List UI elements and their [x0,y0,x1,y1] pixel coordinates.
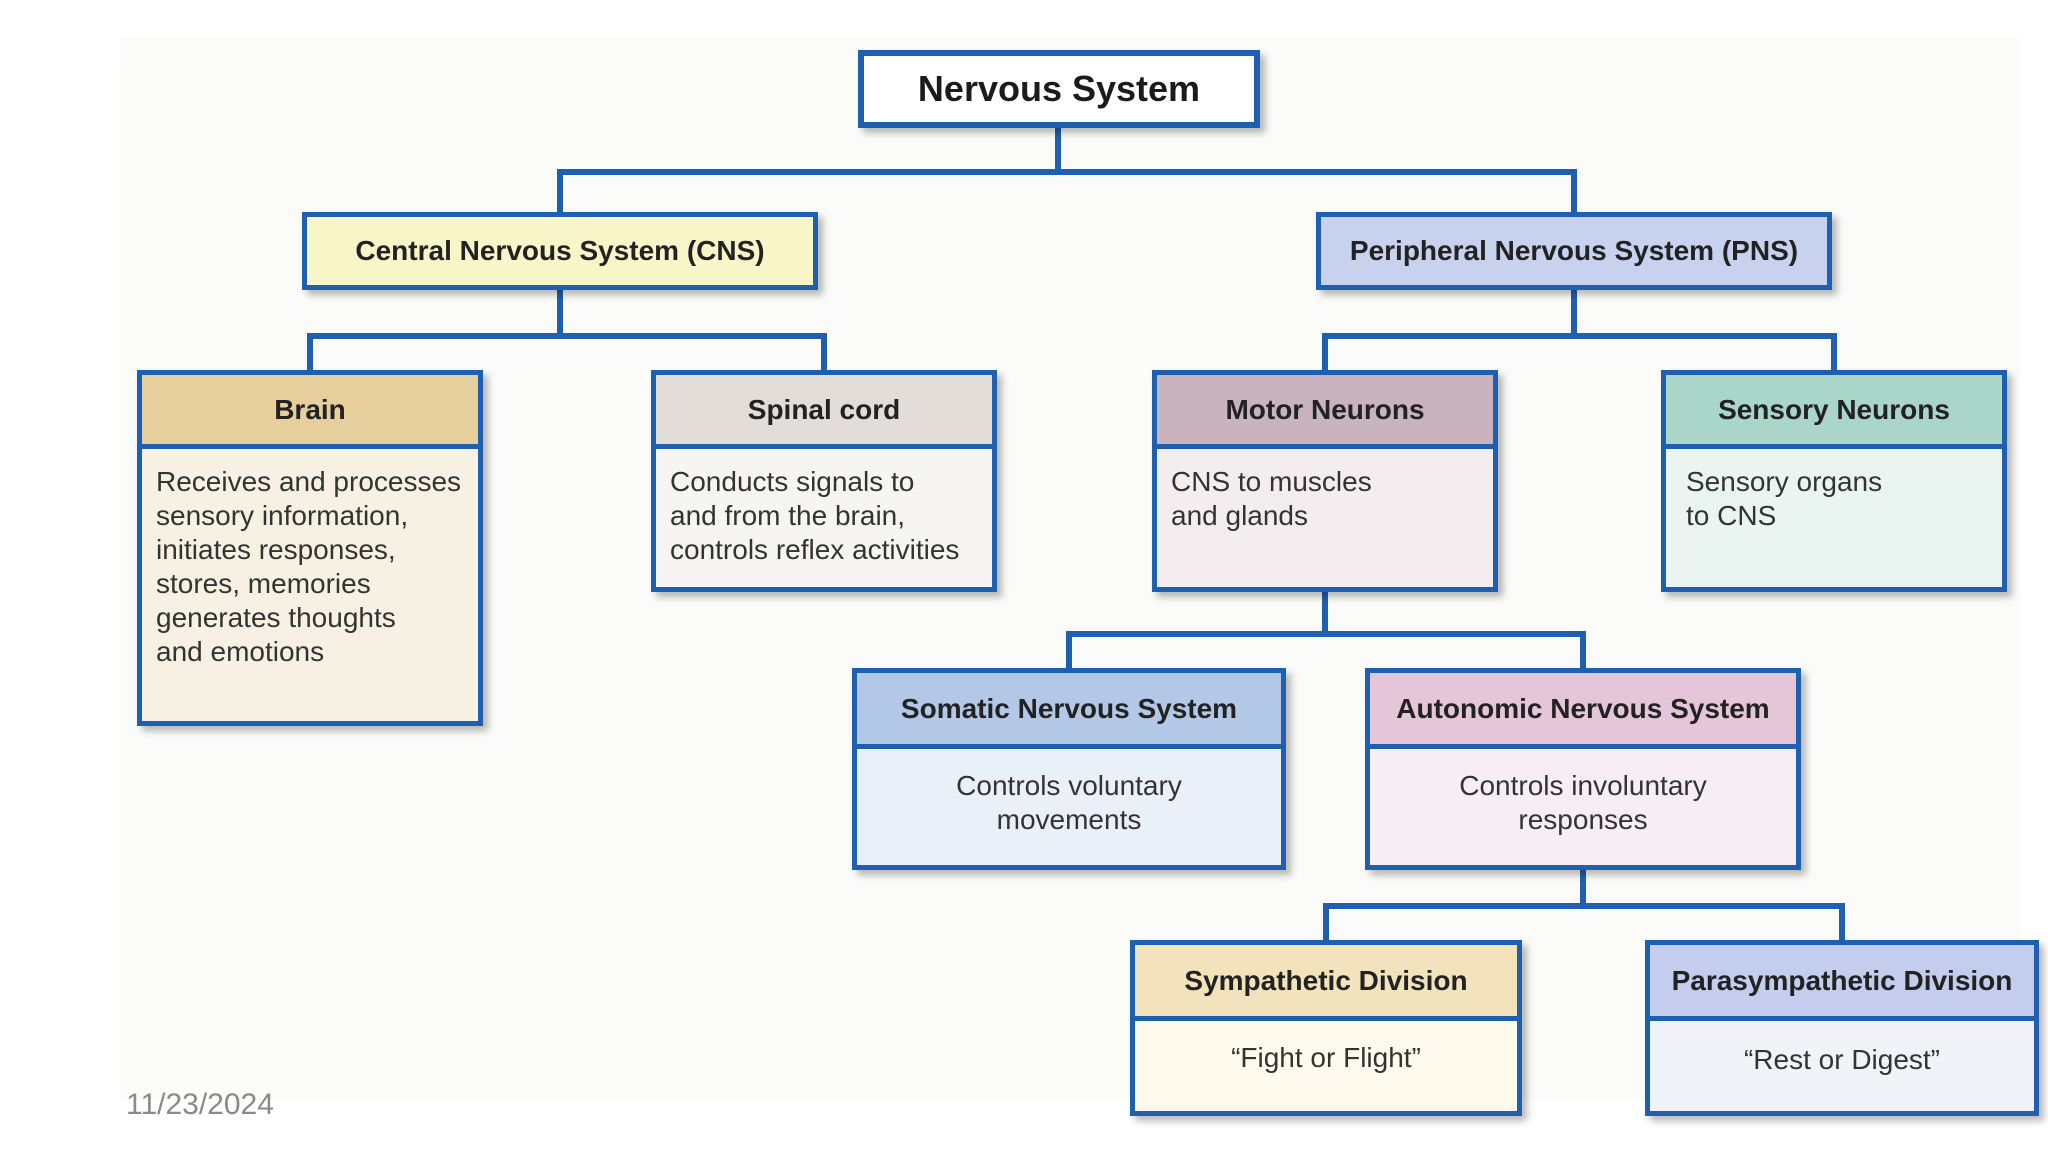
node-spinal-cord-title: Spinal cord [656,375,992,449]
node-parasympathetic-title: Parasympathetic Division [1650,945,2034,1021]
node-sensory-neurons-description: Sensory organs to CNS [1666,449,2002,587]
brain-line: generates thoughts [156,602,396,633]
node-parasympathetic-division: Parasympathetic Division “Rest or Digest… [1645,940,2039,1116]
connector-cns-to-brain [307,290,563,370]
brain-line: Receives and processes [156,466,462,497]
motor-neurons-line: and glands [1171,500,1309,531]
node-sympathetic-description: “Fight or Flight” [1135,1021,1517,1111]
node-somatic-description: Controls voluntary movements [857,749,1281,865]
motor-neurons-line: CNS to muscles [1171,466,1372,497]
node-brain-description: Receives and processes sensory informati… [142,449,478,721]
brain-line: initiates responses, [156,534,396,565]
parasympathetic-line: “Rest or Digest” [1743,1044,1941,1075]
spinal-cord-line: and from the brain, [670,500,906,531]
connector-pns-to-motor [1322,290,1577,370]
node-somatic-nervous-system: Somatic Nervous System Controls voluntar… [852,668,1286,870]
node-pns: Peripheral Nervous System (PNS) [1316,212,1832,290]
node-brain: Brain Receives and processes sensory inf… [137,370,483,726]
node-cns-label: Central Nervous System (CNS) [355,235,765,266]
connector-motor-to-somatic [1066,592,1328,668]
node-somatic-title: Somatic Nervous System [857,673,1281,749]
connector-root-to-cns [557,128,1061,212]
autonomic-line: Controls involuntary [1459,770,1707,801]
node-sympathetic-division: Sympathetic Division “Fight or Flight” [1130,940,1522,1116]
root-node-nervous-system: Nervous System [858,50,1260,128]
connector-autonomic-to-sympathetic [1323,870,1586,940]
connector-cns-to-spinal [560,333,827,370]
node-spinal-cord-description: Conducts signals to and from the brain, … [656,449,992,587]
connector-motor-to-autonomic [1325,631,1586,668]
node-parasympathetic-description: “Rest or Digest” [1650,1021,2034,1111]
sensory-neurons-line: Sensory organs [1686,466,1883,497]
root-node-label: Nervous System [917,68,1201,109]
node-sensory-neurons-title: Sensory Neurons [1666,375,2002,449]
somatic-line: movements [996,804,1142,835]
node-cns: Central Nervous System (CNS) [302,212,818,290]
brain-line: sensory information, [156,500,409,531]
somatic-line: Controls voluntary [956,770,1182,801]
node-motor-neurons: Motor Neurons CNS to muscles and glands [1152,370,1498,592]
connector-pns-to-sensory [1574,333,1837,370]
connector-autonomic-to-parasympathetic [1583,903,1845,940]
node-spinal-cord: Spinal cord Conducts signals to and from… [651,370,997,592]
sympathetic-line: “Fight or Flight” [1231,1042,1421,1073]
node-motor-neurons-title: Motor Neurons [1157,375,1493,449]
brain-line: stores, memories [156,568,371,599]
node-sympathetic-title: Sympathetic Division [1135,945,1517,1021]
spinal-cord-line: Conducts signals to [670,466,915,497]
node-autonomic-nervous-system: Autonomic Nervous System Controls involu… [1365,668,1801,870]
node-brain-title: Brain [142,375,478,449]
node-motor-neurons-description: CNS to muscles and glands [1157,449,1493,587]
connector-root-to-pns [1058,169,1577,212]
node-pns-label: Peripheral Nervous System (PNS) [1349,235,1799,266]
autonomic-line: responses [1518,804,1648,835]
spinal-cord-line: controls reflex activities [670,534,960,565]
slide-date: 11/23/2024 [126,1088,274,1121]
brain-line: and emotions [156,636,325,667]
node-sensory-neurons: Sensory Neurons Sensory organs to CNS [1661,370,2007,592]
node-autonomic-description: Controls involuntary responses [1370,749,1796,865]
node-autonomic-title: Autonomic Nervous System [1370,673,1796,749]
sensory-neurons-line: to CNS [1686,500,1777,531]
